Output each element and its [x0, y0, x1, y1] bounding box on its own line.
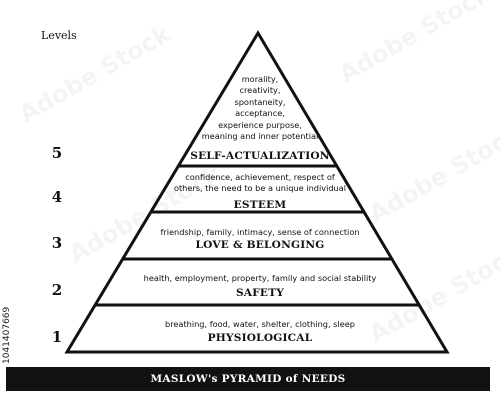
description-line: creativity, — [239, 85, 281, 96]
level-number-1: 1 — [51, 328, 63, 346]
description-line: meaning and inner potential — [201, 131, 319, 142]
description-line: breathing, food, water, shelter, clothin… — [165, 319, 355, 329]
description-line: acceptance, — [235, 108, 285, 119]
tier-esteem-name: ESTEEM — [233, 199, 287, 211]
side-id-text: 1041407669 — [2, 306, 12, 364]
description-line: morality, — [241, 74, 279, 84]
description-line: experience purpose, — [218, 119, 302, 130]
level-number-4: 4 — [51, 188, 63, 206]
level-number-2: 2 — [51, 281, 63, 299]
pyramid-outline — [64, 30, 450, 354]
tier-physiological-name: PHYSIOLOGICAL — [207, 332, 313, 344]
description-line: health, employment, property, family and… — [143, 273, 377, 283]
description-line: others, the need to be a unique individu… — [173, 183, 347, 194]
tier-love-belonging-description: friendship, family, intimacy, sense of c… — [130, 227, 390, 238]
level-number-3: 3 — [51, 234, 63, 252]
tier-physiological-description: breathing, food, water, shelter, clothin… — [120, 319, 400, 330]
levels-title: Levels — [41, 29, 77, 42]
tier-self-actualization-name: SELF-ACTUALIZATION — [190, 150, 330, 162]
footer-title-bar: MASLOW's PYRAMID of NEEDS — [6, 367, 490, 391]
tier-safety-description: health, employment, property, family and… — [110, 273, 410, 284]
tier-esteem-description: confidence, achievement, respect of othe… — [160, 172, 360, 195]
tier-love-belonging-name: LOVE & BELONGING — [195, 239, 325, 251]
description-line: spontaneity, — [234, 96, 286, 107]
level-number-5: 5 — [51, 144, 63, 162]
description-line: friendship, family, intimacy, sense of c… — [160, 227, 360, 237]
description-line: confidence, achievement, respect of — [185, 172, 335, 182]
tier-self-actualization-description: morality, creativity, spontaneity, accep… — [190, 74, 330, 142]
tier-safety-name: SAFETY — [235, 287, 285, 299]
